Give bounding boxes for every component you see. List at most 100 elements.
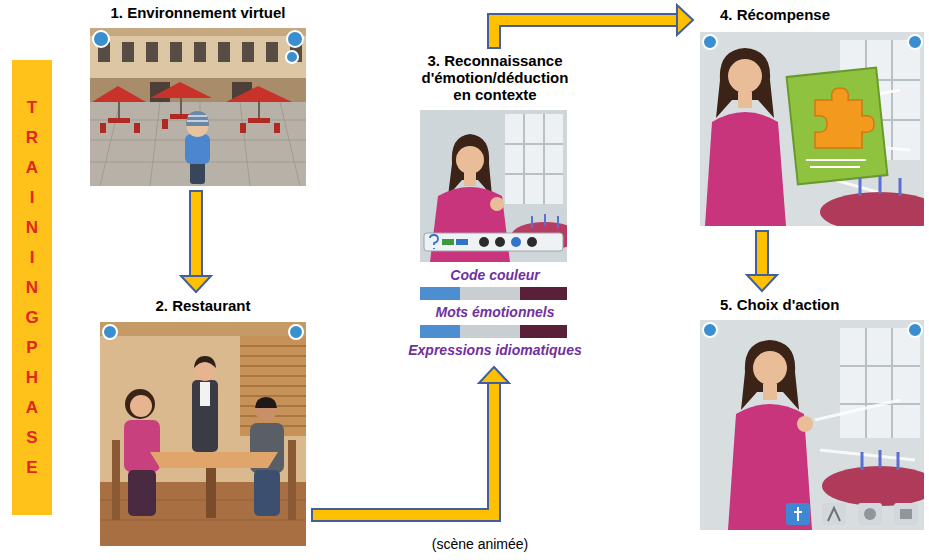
- restaurant-screenshot-part: [100, 322, 306, 336]
- arrow-head: [479, 367, 509, 383]
- restaurant-screenshot-part: [150, 452, 278, 468]
- edge-label-holder: (scène animée): [429, 536, 532, 553]
- step-title: 3. Reconnaissance d'émotion/déduction en…: [415, 52, 575, 103]
- restaurant-screenshot-part: [128, 470, 156, 516]
- arrow-shaft: [313, 382, 494, 515]
- edge-label: (scène animée): [429, 536, 532, 553]
- step-title: 5. Choix d'action: [720, 296, 927, 313]
- action-choice-screenshot-part: [840, 328, 920, 438]
- emotion-scene-screenshot-part: [430, 235, 438, 249]
- idiom-bar: [420, 325, 567, 338]
- step-panel: 2. Restaurant: [98, 297, 308, 547]
- virtual-street-screenshot-part-part: [108, 118, 130, 123]
- action-choice-screenshot-part: [828, 508, 840, 521]
- step-panel: 3. Reconnaissance d'émotion/déduction en…: [405, 52, 585, 362]
- reward-screenshot-part: [815, 88, 874, 148]
- option-label: Expressions idiomatiques: [405, 342, 585, 359]
- arrow-head: [747, 275, 777, 291]
- virtual-street-screenshot-part-part: [146, 42, 158, 62]
- restaurant-screenshot-part: [124, 420, 160, 472]
- phase-label: TRAINING PHASE: [25, 93, 39, 483]
- restaurant-screenshot-part: [289, 325, 303, 339]
- restaurant-screenshot-part: [112, 440, 120, 520]
- action-choice-screenshot-part: [900, 509, 912, 519]
- restaurant-screenshot-part: [206, 468, 216, 518]
- reward-screenshot-part: [820, 192, 924, 226]
- action-choice-screenshot-part: [858, 503, 882, 525]
- arrow-outline: [311, 382, 494, 515]
- virtual-street-screenshot-part-part: [218, 42, 230, 62]
- action-choice-screenshot-part: [822, 466, 924, 506]
- reward-screenshot-part: [703, 35, 717, 49]
- action-choice-screenshot-part: [894, 503, 918, 525]
- action-choice-screenshot-part: [815, 400, 915, 460]
- emotion-scene-screenshot-part: [532, 214, 558, 228]
- arrow-shaft: [757, 232, 767, 276]
- emotion-scene-screenshot-part: [456, 239, 468, 245]
- emotion-scene-screenshot-part: [464, 172, 476, 186]
- reward-screenshot-part: [860, 176, 900, 196]
- virtual-street-screenshot-part: [185, 134, 210, 164]
- reward-screenshot-part: [787, 68, 888, 185]
- virtual-street-screenshot-part-part: [170, 42, 182, 62]
- virtual-street-screenshot-part: [187, 116, 208, 121]
- emotion-scene-screenshot-part: [511, 237, 521, 247]
- virtual-street-screenshot-part: [90, 28, 306, 186]
- action-choice-screenshot-part: [753, 351, 787, 385]
- emotion-scene-screenshot: [420, 110, 567, 262]
- emotion-scene-screenshot-part: [527, 237, 537, 247]
- action-choice-screenshot-part: [794, 507, 802, 521]
- reward-screenshot-part: [728, 59, 762, 93]
- emotion-word-bar-part: [420, 287, 460, 300]
- action-choice-screenshot: [700, 320, 924, 530]
- emotion-scene-screenshot-part: [479, 237, 489, 247]
- action-choice-screenshot-part: [763, 384, 777, 400]
- restaurant-screenshot-part: [240, 336, 306, 436]
- step-title: 4. Récompense: [720, 6, 927, 23]
- emotion-scene-screenshot-part: [490, 197, 504, 211]
- restaurant-screenshot-part: [125, 389, 155, 419]
- step-panel: 1. Environnement virtuel: [88, 4, 308, 187]
- virtual-street-screenshot-part-part: [162, 119, 168, 129]
- virtual-street-screenshot-part: [93, 31, 109, 47]
- virtual-street-screenshot-part-part: [240, 123, 246, 133]
- restaurant-screenshot: [100, 322, 306, 546]
- virtual-street-screenshot-part: [186, 111, 209, 126]
- flow-arrow: [494, 5, 693, 49]
- virtual-street-screenshot-part: [90, 78, 306, 102]
- emotion-word-bar: [420, 287, 567, 300]
- reward-screenshot-part: [908, 35, 922, 49]
- virtual-street-screenshot-part: [287, 31, 303, 47]
- action-choice-screenshot-part: [703, 323, 717, 337]
- emotion-scene-screenshot-part: [442, 239, 454, 245]
- virtual-street-screenshot-part-part: [134, 123, 140, 133]
- restaurant-screenshot-part: [240, 346, 306, 426]
- restaurant-screenshot-part: [103, 325, 117, 339]
- emotion-scene-screenshot-part: [424, 233, 563, 251]
- flow-arrow: [747, 230, 777, 291]
- phase-band: TRAINING PHASE: [12, 60, 52, 515]
- option-label: Code couleur: [405, 267, 585, 284]
- idiom-bar-part: [520, 325, 567, 338]
- step-title: 1. Environnement virtuel: [88, 4, 308, 21]
- option-label: Mots émotionnels: [405, 304, 585, 321]
- virtual-street-screenshot-part-part: [248, 118, 270, 123]
- step-title: 2. Restaurant: [98, 297, 308, 314]
- virtual-street-screenshot-part: [286, 51, 298, 63]
- virtual-street-screenshot-part-part: [274, 123, 280, 133]
- action-choice-screenshot-part: [786, 503, 810, 525]
- arrow-head: [677, 5, 693, 35]
- virtual-street-screenshot-part-part: [194, 42, 206, 62]
- action-choice-screenshot-part: [862, 450, 898, 470]
- restaurant-screenshot-part: [254, 470, 280, 516]
- idiom-bar-part: [420, 325, 567, 338]
- virtual-street-screenshot-part: [150, 82, 212, 98]
- step-panel: 5. Choix d'action: [698, 296, 927, 532]
- reward-screenshot-part: [716, 48, 774, 118]
- restaurant-screenshot-part: [130, 395, 152, 417]
- emotion-scene-screenshot-part: [505, 114, 563, 204]
- virtual-street-screenshot-part-part: [242, 42, 254, 62]
- emotion-word-bar-part: [420, 287, 567, 300]
- action-choice-screenshot-part: [741, 340, 799, 410]
- emotion-scene-screenshot-part: [505, 114, 563, 204]
